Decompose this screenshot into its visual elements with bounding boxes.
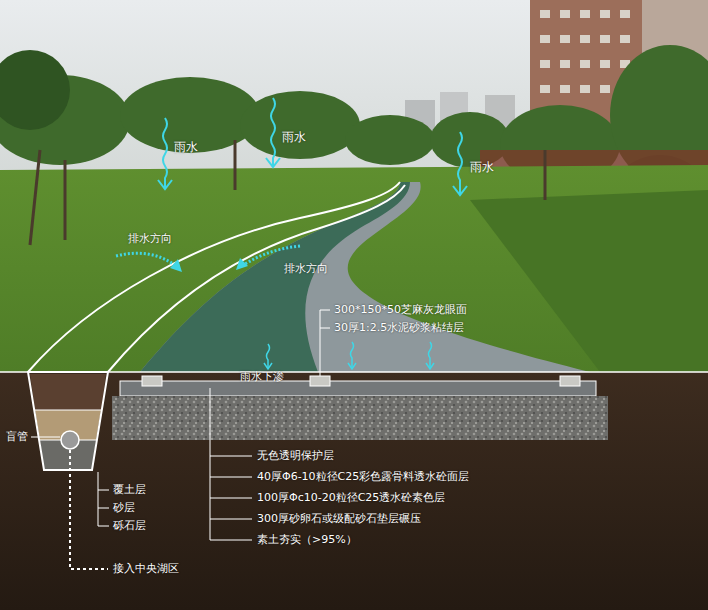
drain-direction-label: 排水方向 (284, 262, 328, 276)
pipe-label: 盲管 (6, 430, 28, 444)
rain-label: 雨水 (470, 160, 494, 174)
drain-direction-label: 排水方向 (128, 232, 172, 246)
layer-label: 素土夯实（>95%） (257, 533, 357, 547)
layer-label: 300厚砂卵石或级配砂石垫层碾压 (257, 512, 421, 526)
layer-label: 40厚Φ6-10粒径C25彩色露骨料透水砼面层 (257, 470, 469, 484)
infiltration-label: 雨水下渗 (240, 370, 284, 384)
trench-layer-label: 砾石层 (113, 519, 146, 533)
layer-label: 100厚Φc10-20粒径C25透水砼素色层 (257, 491, 445, 505)
paving-note: 300*150*50芝麻灰龙眼面 (334, 303, 467, 317)
rain-label: 雨水 (282, 130, 306, 144)
layer-label: 无色透明保护层 (257, 449, 334, 463)
trench-layer-label: 覆土层 (113, 483, 146, 497)
outlet-label: 接入中央湖区 (113, 562, 179, 576)
trench-layer-label: 砂层 (113, 501, 135, 515)
rain-label: 雨水 (174, 140, 198, 154)
paving-note: 30厚1:2.5水泥砂浆粘结层 (334, 321, 464, 335)
